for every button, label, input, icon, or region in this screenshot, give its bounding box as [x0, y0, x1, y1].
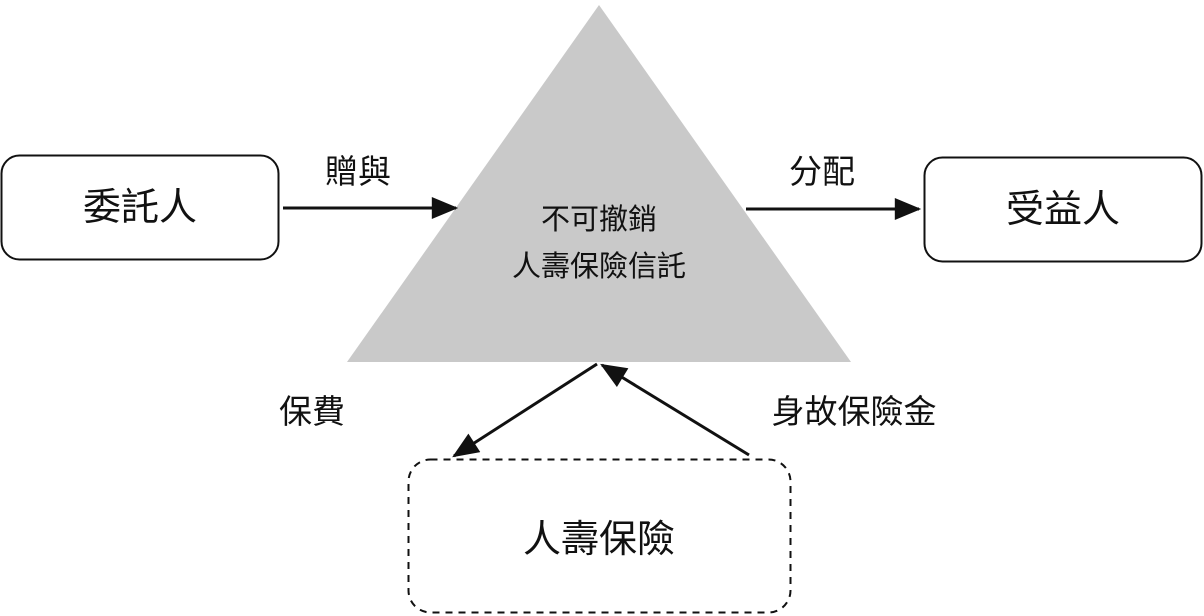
- insurance-box: [407, 458, 792, 614]
- death-benefit-label: 身故保險金: [772, 392, 937, 431]
- beneficiary-label: 受益人: [1006, 187, 1120, 231]
- beneficiary-node: 受益人: [923, 156, 1203, 263]
- trust-triangle: [347, 5, 851, 362]
- distribution-label: 分配: [789, 152, 855, 191]
- gift-label: 贈與: [325, 152, 391, 191]
- trust-title-line1: 不可撤銷: [541, 202, 657, 236]
- trust-title-line2: 人壽保險信託: [512, 249, 686, 283]
- premium-arrow: [452, 362, 598, 458]
- settlor-label: 委託人: [83, 185, 197, 229]
- settlor-box: [0, 154, 280, 261]
- death-benefit-arrow: [600, 363, 750, 457]
- beneficiary-box: [923, 156, 1203, 263]
- settlor-node: 委託人: [0, 154, 280, 261]
- insurance-node: 人壽保險: [407, 458, 792, 614]
- insurance-label: 人壽保險: [523, 517, 675, 561]
- premium-label: 保費: [279, 392, 345, 431]
